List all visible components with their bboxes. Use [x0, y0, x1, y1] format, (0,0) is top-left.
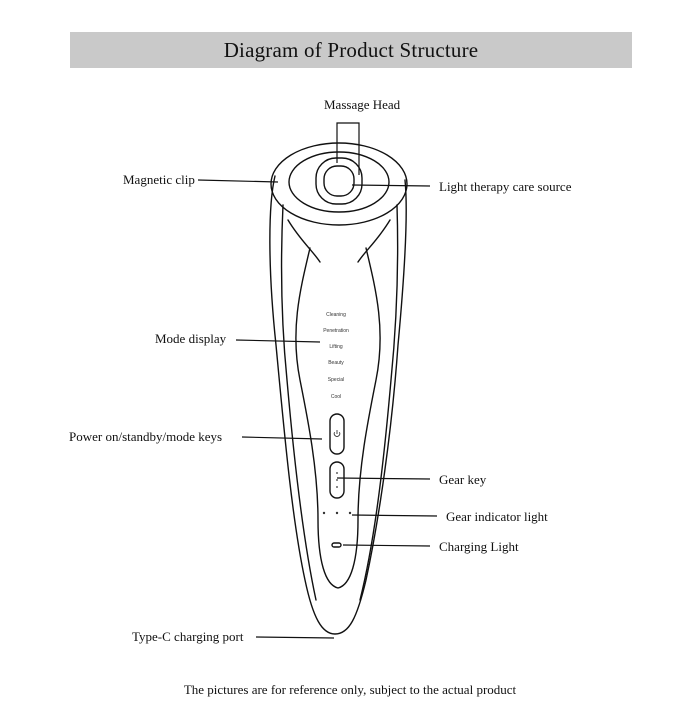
label-type-c: Type-C charging port: [132, 629, 244, 644]
gear-button-outline: [329, 461, 345, 499]
label-mode-display: Mode display: [155, 331, 227, 346]
mode-label-lifting: Lifting: [329, 344, 343, 350]
massage-electrode: [315, 157, 363, 205]
leader-type-c: [255, 636, 335, 639]
head-inner-ring: [288, 151, 390, 213]
mode-label-beauty: Beauty: [328, 360, 344, 366]
leader-charging-light: [342, 544, 431, 547]
leader-magnetic-clip: [197, 179, 279, 183]
leader-light-therapy: [351, 184, 431, 187]
mode-label-penetration: Penetration: [323, 328, 349, 334]
footer-note: The pictures are for reference only, sub…: [183, 682, 517, 697]
neck-curve-right: [357, 219, 391, 263]
neck-curve-left: [287, 219, 321, 263]
label-massage-head: Massage Head: [324, 97, 401, 112]
mode-label-cool: Cool: [330, 394, 342, 400]
label-gear-key: Gear key: [439, 472, 487, 487]
diagram-title: Diagram of Product Structure: [223, 37, 479, 62]
label-magnetic-clip: Magnetic clip: [123, 172, 195, 187]
gear-indicator-dots: [322, 511, 352, 515]
mode-label-special: Special: [327, 377, 345, 383]
three-dots-icon: [336, 472, 338, 488]
leader-massage-head: [336, 122, 360, 175]
charging-light: [331, 542, 342, 548]
label-charging-light: Charging Light: [439, 539, 519, 554]
body-inner-right: [359, 204, 399, 601]
control-panel-outline: [295, 247, 381, 589]
body-outline: [269, 175, 407, 635]
leader-mode-display: [235, 339, 321, 343]
label-gear-indicator: Gear indicator light: [446, 509, 548, 524]
title-bar: Diagram of Product Structure: [70, 32, 632, 68]
label-light-therapy: Light therapy care source: [439, 179, 572, 194]
leader-gear-indicator: [351, 514, 438, 517]
mode-label-cleaning: Cleaning: [326, 312, 346, 318]
massage-electrode-inner: [323, 165, 355, 197]
leader-power-keys: [241, 436, 323, 440]
head-outer-ring: [270, 142, 408, 226]
leader-gear-key: [336, 477, 431, 480]
body-inner-left: [280, 204, 317, 601]
power-icon: [333, 430, 341, 437]
label-power-keys: Power on/standby/mode keys: [69, 429, 223, 444]
power-button-outline: [329, 413, 345, 455]
